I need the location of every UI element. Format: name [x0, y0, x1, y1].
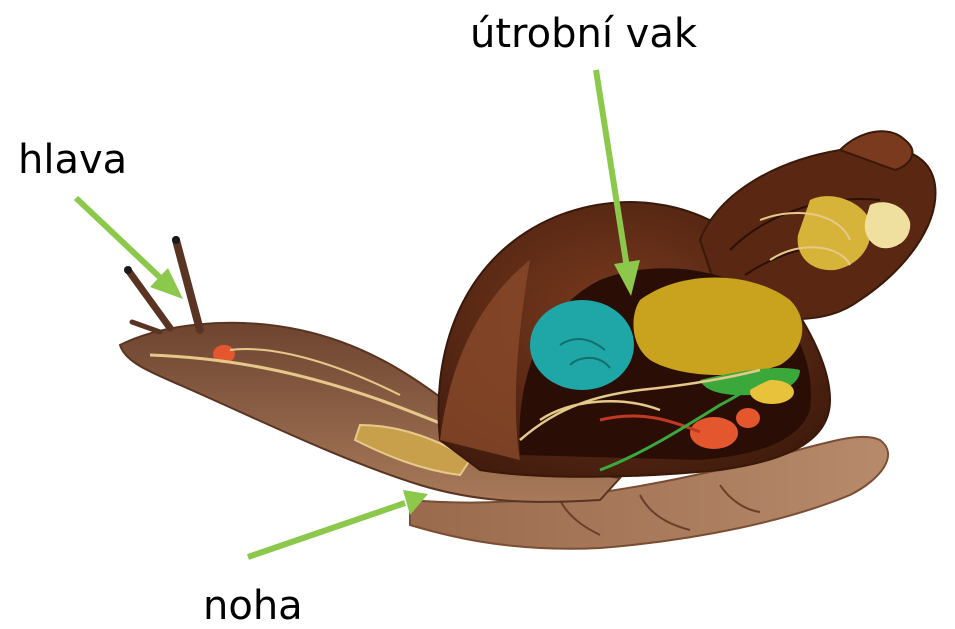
reproductive-organ	[690, 417, 738, 449]
pointer-arrow	[248, 503, 405, 557]
eye-spot	[172, 236, 180, 244]
label-head: hlava	[18, 140, 127, 180]
snail-illustration	[120, 131, 935, 548]
eye-spot-2	[124, 266, 132, 274]
tentacle-upper	[176, 240, 200, 330]
lung	[530, 300, 634, 390]
reproductive-organ-2	[736, 408, 760, 428]
digestive-gland	[633, 278, 802, 376]
label-visceral-sac: útrobní vak	[470, 14, 697, 54]
label-foot: noha	[203, 586, 303, 626]
pointer-arrow	[76, 198, 168, 285]
tentacle-lower	[132, 322, 160, 332]
